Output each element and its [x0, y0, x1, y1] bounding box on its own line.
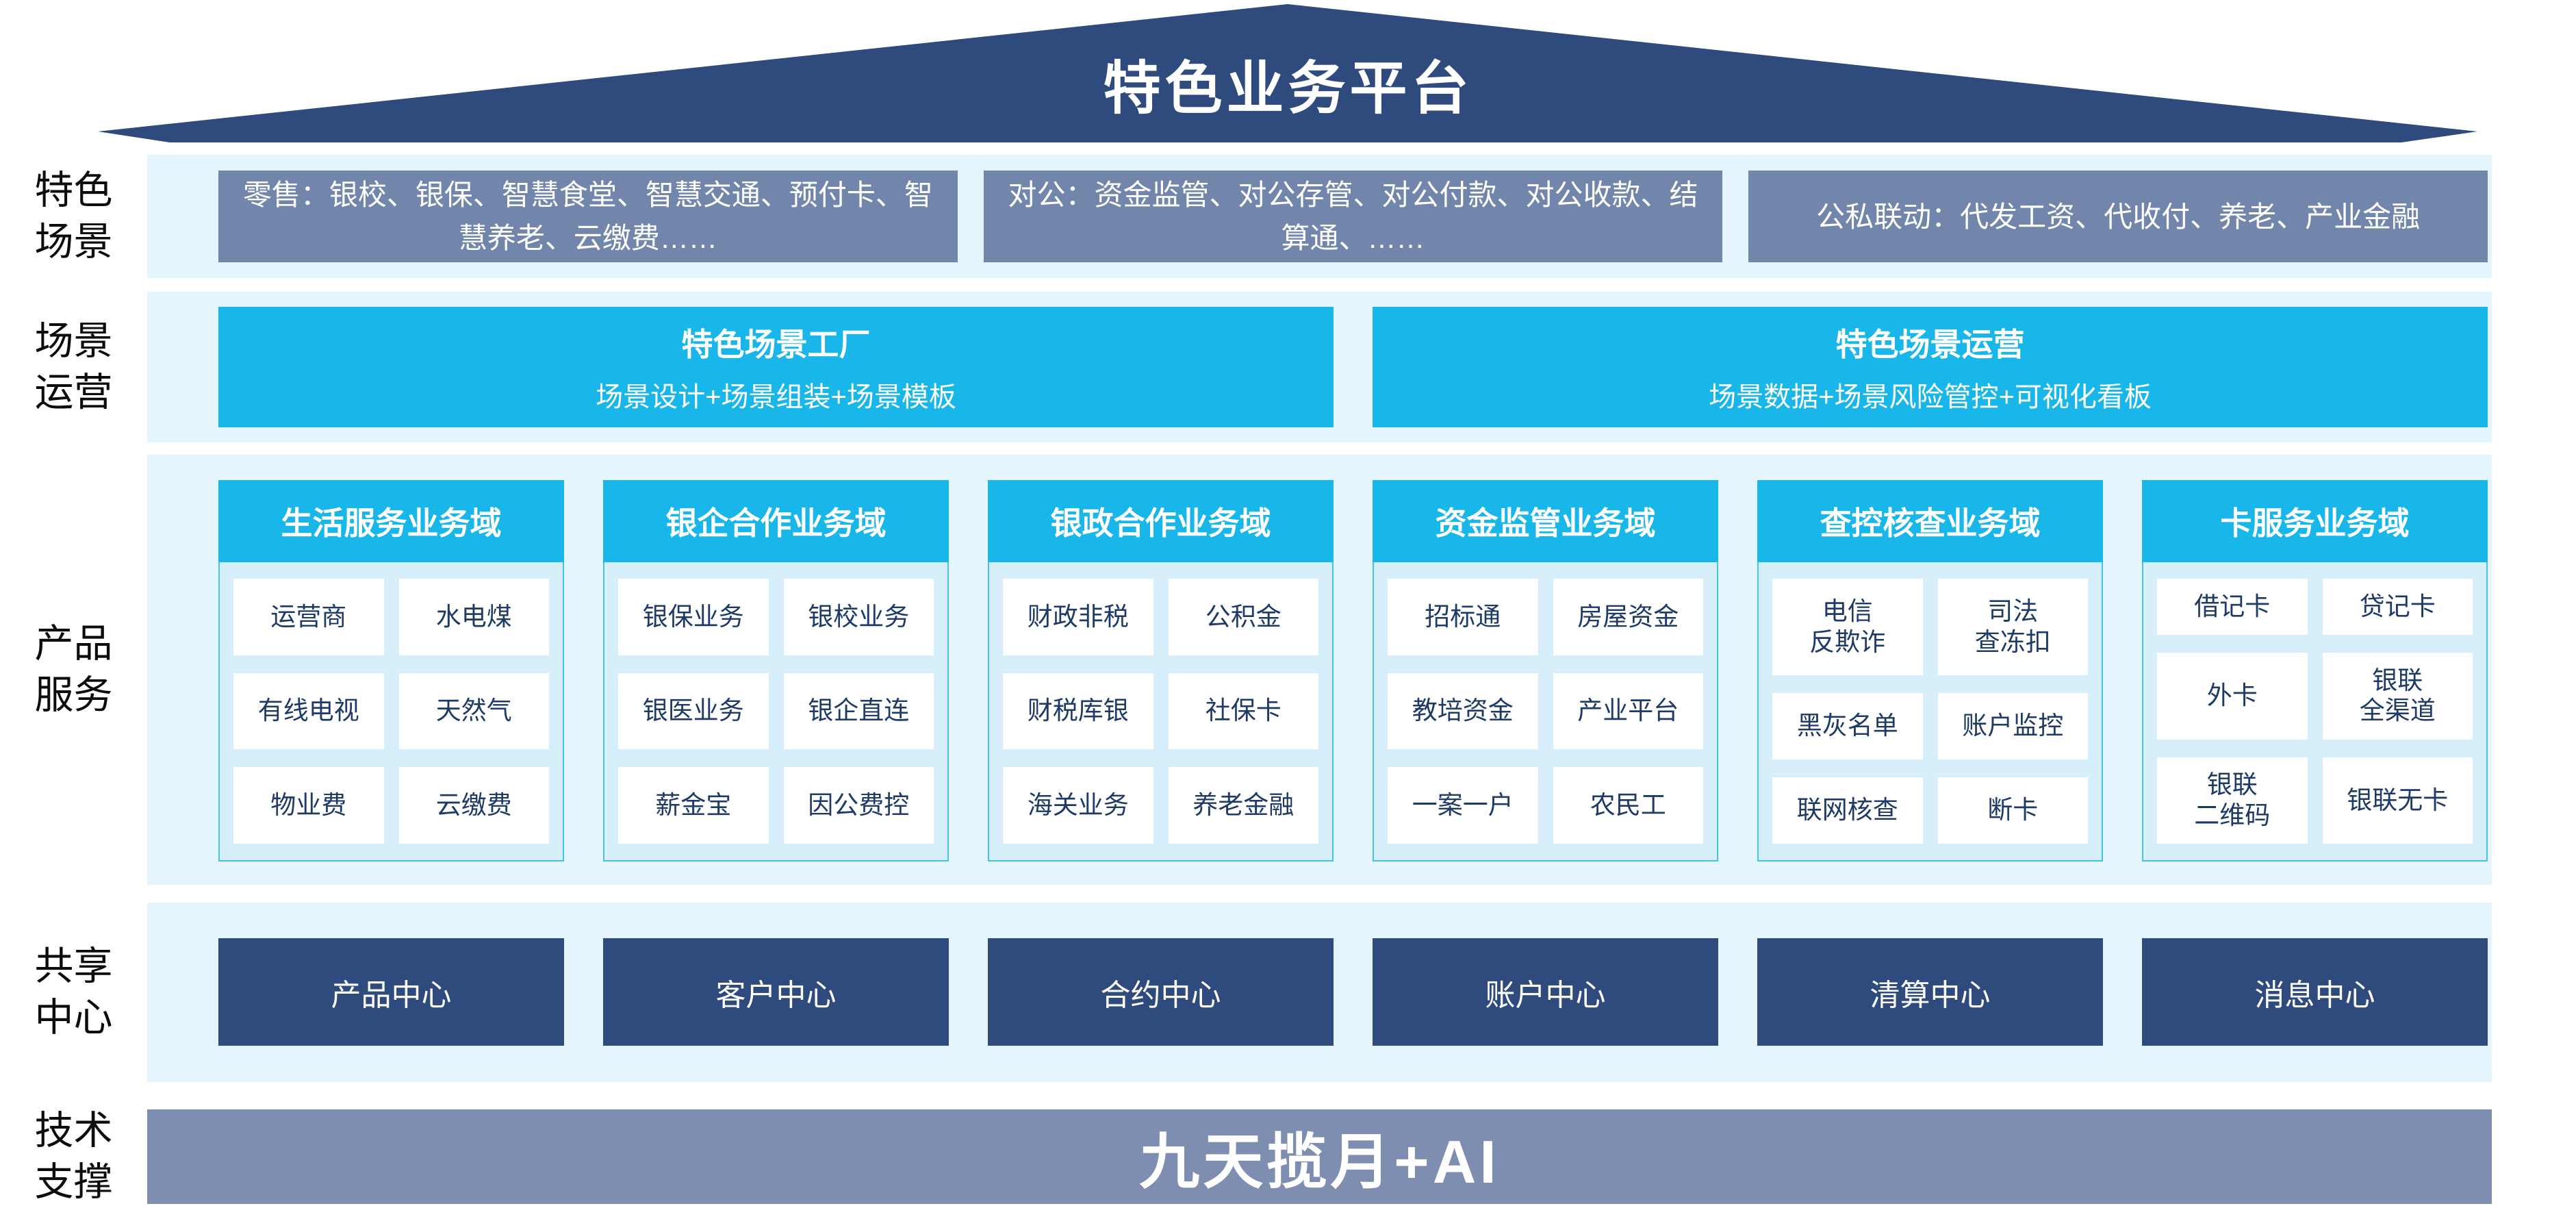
product-item: 外卡 — [2157, 653, 2308, 740]
domain-body: 运营商 水电煤 有线电视 天然气 物业费 云缴费 — [218, 562, 564, 862]
domain-body: 电信 反欺诈 司法 查冻扣 黑灰名单 账户监控 联网核查 断卡 — [1757, 562, 2103, 862]
product-item: 因公费控 — [783, 767, 934, 844]
product-item: 电信 反欺诈 — [1772, 579, 1923, 676]
row-special-scenes: 特色 场景 零售：银校、银保、智慧食堂、智慧交通、预付卡、智慧养老、云缴费…… … — [0, 155, 2576, 278]
product-item: 有线电视 — [233, 672, 384, 750]
center-box-account: 账户中心 — [1373, 938, 1718, 1046]
scene-box-public-private: 公私联动：代发工资、代收付、养老、产业金融 — [1748, 171, 2488, 262]
product-item: 借记卡 — [2157, 579, 2308, 636]
scene-factory-subtitle: 场景设计+场景组装+场景模板 — [596, 381, 956, 412]
product-item: 司法 查冻扣 — [1937, 579, 2088, 676]
product-item: 断卡 — [1937, 777, 2088, 844]
product-item: 薪金宝 — [618, 767, 769, 844]
product-item: 物业费 — [233, 767, 384, 844]
domain-body: 财政非税 公积金 财税库银 社保卡 海关业务 养老金融 — [988, 562, 1334, 862]
product-item: 养老金融 — [1168, 767, 1318, 844]
row-scene-operation: 场景 运营 特色场景工厂 场景设计+场景组装+场景模板 特色场景运营 场景数据+… — [0, 292, 2576, 442]
product-services-band: 生活服务业务域 运营商 水电煤 有线电视 天然气 物业费 云缴费 银企合作业务域… — [147, 455, 2492, 885]
tech-support-bar: 九天揽月+AI — [147, 1109, 2492, 1205]
product-item: 农民工 — [1553, 767, 1703, 844]
product-item: 银联无卡 — [2322, 757, 2473, 844]
domain-header: 卡服务业务域 — [2142, 480, 2488, 562]
product-item: 银企直连 — [783, 672, 934, 750]
product-item: 账户监控 — [1937, 693, 2088, 760]
scene-operation-subtitle: 场景数据+场景风险管控+可视化看板 — [1709, 381, 2152, 412]
product-item: 联网核查 — [1772, 777, 1923, 844]
scene-factory-box: 特色场景工厂 场景设计+场景组装+场景模板 — [218, 307, 1334, 427]
row-product-services: 产品 服务 生活服务业务域 运营商 水电煤 有线电视 天然气 物业费 云缴费 银… — [0, 455, 2576, 885]
center-box-product: 产品中心 — [218, 938, 564, 1046]
product-item: 公积金 — [1168, 579, 1318, 655]
product-item: 水电煤 — [398, 579, 549, 655]
product-item: 社保卡 — [1168, 672, 1318, 750]
product-item: 黑灰名单 — [1772, 693, 1923, 760]
scene-operation-box: 特色场景运营 场景数据+场景风险管控+可视化看板 — [1373, 307, 2488, 427]
product-item: 银保业务 — [618, 579, 769, 655]
roof-banner: 特色业务平台 — [0, 0, 2576, 145]
row-label-tech-support: 技术 支撑 — [34, 1109, 113, 1205]
center-box-message: 消息中心 — [2142, 938, 2488, 1046]
domain-header: 生活服务业务域 — [218, 480, 564, 562]
center-box-contract: 合约中心 — [988, 938, 1334, 1046]
scene-box-retail: 零售：银校、银保、智慧食堂、智慧交通、预付卡、智慧养老、云缴费…… — [218, 171, 958, 262]
platform-title: 特色业务平台 — [1103, 56, 1473, 121]
roof-shape — [98, 4, 2477, 142]
row-label-shared-centers: 共享 中心 — [34, 944, 113, 1040]
domain-column-bank-government: 银政合作业务域 财政非税 公积金 财税库银 社保卡 海关业务 养老金融 — [988, 480, 1334, 862]
domain-body: 借记卡 贷记卡 外卡 银联 全渠道 银联 二维码 银联无卡 — [2142, 562, 2488, 862]
product-item: 银联 全渠道 — [2322, 653, 2473, 740]
domain-header: 查控核查业务域 — [1757, 480, 2103, 562]
product-item: 招标通 — [1388, 579, 1538, 655]
product-item: 财政非税 — [1003, 579, 1153, 655]
center-box-clearing: 清算中心 — [1757, 938, 2103, 1046]
special-scenes-band: 零售：银校、银保、智慧食堂、智慧交通、预付卡、智慧养老、云缴费…… 对公：资金监… — [147, 155, 2492, 278]
product-item: 海关业务 — [1003, 767, 1153, 844]
row-tech-support: 技术 支撑 九天揽月+AI — [0, 1105, 2576, 1208]
domain-column-life-services: 生活服务业务域 运营商 水电煤 有线电视 天然气 物业费 云缴费 — [218, 480, 564, 862]
scene-factory-title: 特色场景工厂 — [681, 327, 871, 363]
domain-header: 银政合作业务域 — [988, 480, 1334, 562]
product-item: 一案一户 — [1388, 767, 1538, 844]
shared-centers-band: 产品中心 客户中心 合约中心 账户中心 清算中心 消息中心 — [147, 903, 2492, 1082]
product-item: 银医业务 — [618, 672, 769, 750]
product-item: 贷记卡 — [2322, 579, 2473, 636]
row-label-special-scenes: 特色 场景 — [34, 168, 113, 264]
product-item: 天然气 — [398, 672, 549, 750]
product-item: 产业平台 — [1553, 672, 1703, 750]
domain-column-bank-enterprise: 银企合作业务域 银保业务 银校业务 银医业务 银企直连 薪金宝 因公费控 — [603, 480, 949, 862]
product-item: 运营商 — [233, 579, 384, 655]
product-item: 银校业务 — [783, 579, 934, 655]
domain-column-fund-supervision: 资金监管业务域 招标通 房屋资金 教培资金 产业平台 一案一户 农民工 — [1373, 480, 1718, 862]
product-item: 房屋资金 — [1553, 579, 1703, 655]
domain-column-card-services: 卡服务业务域 借记卡 贷记卡 外卡 银联 全渠道 银联 二维码 银联无卡 — [2142, 480, 2488, 862]
scene-box-corporate: 对公：资金监管、对公存管、对公付款、对公收款、结算通、…… — [983, 171, 1723, 262]
scene-operation-band: 特色场景工厂 场景设计+场景组装+场景模板 特色场景运营 场景数据+场景风险管控… — [147, 292, 2492, 442]
center-box-customer: 客户中心 — [603, 938, 949, 1046]
row-shared-centers: 共享 中心 产品中心 客户中心 合约中心 账户中心 清算中心 消息中心 — [0, 903, 2576, 1082]
row-label-product-services: 产品 服务 — [34, 621, 113, 717]
product-item: 财税库银 — [1003, 672, 1153, 750]
domain-header: 资金监管业务域 — [1373, 480, 1718, 562]
product-item: 云缴费 — [398, 767, 549, 844]
product-item: 教培资金 — [1388, 672, 1538, 750]
scene-operation-title: 特色场景运营 — [1835, 327, 2025, 363]
row-label-scene-operation: 场景 运营 — [34, 318, 113, 414]
domain-column-inquiry-control: 查控核查业务域 电信 反欺诈 司法 查冻扣 黑灰名单 账户监控 联网核查 断卡 — [1757, 480, 2103, 862]
domain-body: 招标通 房屋资金 教培资金 产业平台 一案一户 农民工 — [1373, 562, 1718, 862]
domain-header: 银企合作业务域 — [603, 480, 949, 562]
product-item: 银联 二维码 — [2157, 757, 2308, 844]
domain-body: 银保业务 银校业务 银医业务 银企直连 薪金宝 因公费控 — [603, 562, 949, 862]
